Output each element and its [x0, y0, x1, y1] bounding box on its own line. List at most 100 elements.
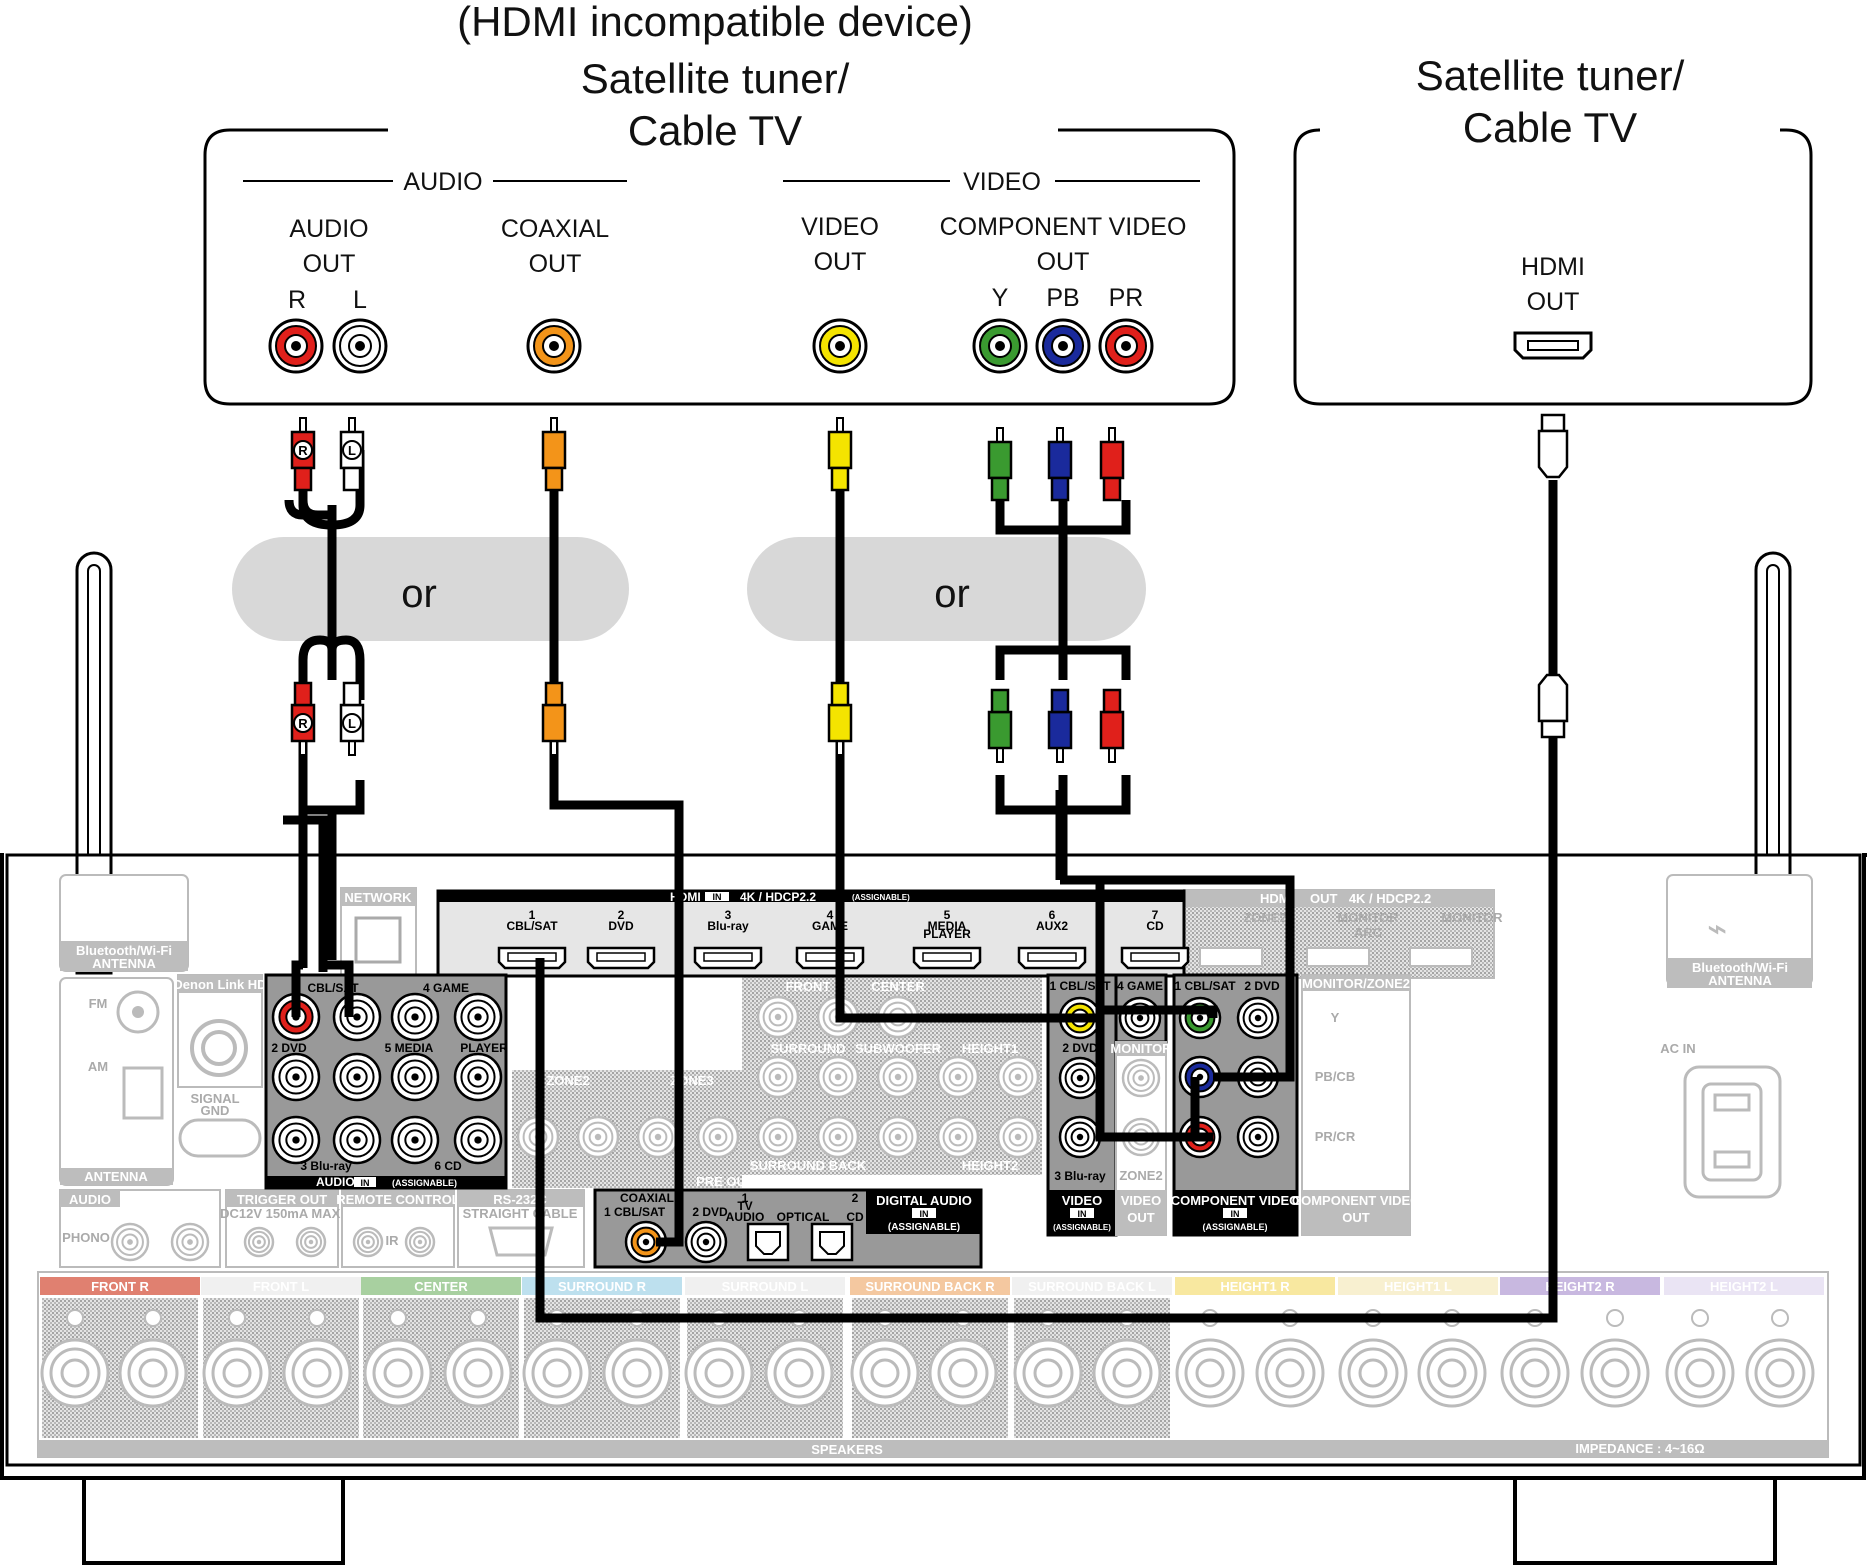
ch-l-label: L — [353, 286, 367, 314]
preout-jack[interactable] — [996, 1115, 1040, 1159]
preout-jack[interactable] — [576, 1115, 620, 1159]
hdmi-in-port[interactable]: 7CD — [1120, 908, 1190, 970]
preout-jack[interactable] — [936, 1055, 980, 1099]
audio-out-l-jack[interactable] — [332, 318, 388, 374]
component-in-dvd-pr-jack[interactable] — [1236, 1115, 1280, 1159]
component-pb-jack[interactable] — [1035, 318, 1091, 374]
component-pr-jack[interactable] — [1098, 318, 1154, 374]
antenna-block-label: ANTENNA — [84, 1169, 148, 1184]
component-y-jack[interactable] — [972, 318, 1028, 374]
network-label: NETWORK — [344, 890, 412, 905]
component-plug-pb-top — [1047, 427, 1073, 502]
preout-jack[interactable] — [876, 1055, 920, 1099]
hdmi-in-port-label: DVD — [608, 919, 634, 933]
audio-in-assignable: (ASSIGNABLE) — [392, 1178, 457, 1188]
video-in-dvd-jack[interactable] — [1058, 1056, 1102, 1100]
audio-in-jack[interactable] — [332, 992, 382, 1042]
audio-group-label: AUDIO — [403, 168, 482, 196]
video-monitor-jack[interactable] — [1121, 1058, 1161, 1098]
video-in-game-jack[interactable] — [1118, 996, 1162, 1040]
audio-in-jack[interactable] — [390, 1052, 440, 1102]
preout-jack[interactable] — [756, 995, 800, 1039]
preout-zone2-label: ZONE2 — [546, 1073, 589, 1088]
preout-jack[interactable] — [756, 1115, 800, 1159]
video-zone2-label: ZONE2 — [1119, 1168, 1162, 1183]
audio-in-jack[interactable] — [453, 1052, 503, 1102]
audio-out-r-jack[interactable] — [268, 318, 324, 374]
speaker-label-text: HEIGHT1 L — [1384, 1279, 1452, 1294]
audio-plug-l-bottom: L — [339, 681, 365, 756]
speaker-label-text: HEIGHT2 L — [1710, 1279, 1778, 1294]
hdmi-in-port-label: AUX2 — [1036, 919, 1068, 933]
speaker-terminal-pair[interactable] — [40, 1298, 198, 1438]
audio-in-jack[interactable] — [390, 992, 440, 1042]
optical-in-jack[interactable] — [746, 1222, 790, 1262]
hdmi-in-port-number: 5 — [944, 908, 951, 922]
audio-in-jack[interactable] — [271, 1052, 321, 1102]
remote-in-jack[interactable] — [352, 1226, 384, 1258]
video-in-tag: IN — [1078, 1209, 1087, 1219]
coaxial-in-cblsat-jack[interactable] — [624, 1220, 668, 1264]
hdmi-out-port[interactable] — [1513, 331, 1593, 360]
audio-in-jack[interactable] — [453, 1115, 503, 1165]
video-out-jack[interactable] — [812, 318, 868, 374]
network-port[interactable] — [354, 916, 402, 964]
audio-in-jack[interactable] — [271, 1115, 321, 1165]
audio-in-jack[interactable] — [332, 1052, 382, 1102]
audio-in-jack[interactable] — [453, 992, 503, 1042]
preout-jack[interactable] — [816, 1115, 860, 1159]
coaxial-out-jack[interactable] — [526, 318, 582, 374]
coaxial-in-dvd-jack[interactable] — [684, 1220, 728, 1264]
pb-label: PB — [1046, 284, 1079, 312]
speaker-terminal-pair[interactable] — [363, 1298, 519, 1438]
phono-jack-l[interactable] — [170, 1222, 210, 1262]
coax-plug-bottom — [541, 681, 567, 756]
signal-gnd-label2: GND — [201, 1103, 230, 1118]
preout-jack[interactable] — [756, 1055, 800, 1099]
preout-jack[interactable] — [996, 1055, 1040, 1099]
phono-label: PHONO — [62, 1230, 110, 1245]
component-in-dvd-y-jack[interactable] — [1236, 996, 1280, 1040]
audio-in-jack[interactable] — [332, 1115, 382, 1165]
audio-in-media: 5 MEDIA — [385, 1041, 434, 1055]
hdmi-monitor2-label: MONITOR — [1441, 910, 1503, 925]
preout-jack[interactable] — [816, 1055, 860, 1099]
optical-in-jack[interactable] — [810, 1222, 854, 1262]
audio-in-jack[interactable] — [390, 1115, 440, 1165]
pre-out-label: PRE OUT — [696, 1174, 754, 1189]
bt-antenna-right-label2: ANTENNA — [1708, 973, 1772, 988]
audio-in-tag: IN — [361, 1178, 370, 1188]
audio-in-phono-label: AUDIO — [69, 1192, 111, 1207]
speaker-terminal-pair[interactable] — [1665, 1298, 1822, 1438]
audio-in-dvd: 2 DVD — [271, 1041, 307, 1055]
remote-out-jack[interactable] — [404, 1226, 436, 1258]
preout-jack[interactable] — [696, 1115, 740, 1159]
video-in-label: VIDEO — [1062, 1193, 1102, 1208]
speaker-terminal-pair[interactable] — [202, 1298, 359, 1438]
hdmi-out-rear-tag: OUT — [1310, 891, 1338, 906]
optical-tv-label: TV — [737, 1199, 752, 1213]
preout-jack[interactable] — [876, 1115, 920, 1159]
phono-jack-r[interactable] — [110, 1222, 150, 1262]
preout-jack[interactable] — [936, 1115, 980, 1159]
video-in-bluray-jack[interactable] — [1058, 1115, 1102, 1159]
denon-link-label: Denon Link HD — [173, 977, 266, 992]
trigger-jack-2[interactable] — [295, 1226, 327, 1258]
speaker-label-text: SURROUND BACK L — [1028, 1279, 1156, 1294]
preout-jacks — [516, 995, 1040, 1159]
preout-jack[interactable] — [636, 1115, 680, 1159]
component-in-pb-jack[interactable] — [1178, 1055, 1222, 1099]
video-out-label-2: OUT — [814, 248, 867, 276]
ac-in-socket[interactable] — [1683, 1065, 1782, 1199]
hdmi-in-port-number: 7 — [1152, 908, 1159, 922]
speaker-label-text: HEIGHT2 R — [1545, 1279, 1615, 1294]
trigger-jack-1[interactable] — [243, 1226, 275, 1258]
digital-audio-assignable: (ASSIGNABLE) — [888, 1222, 960, 1233]
optical-tv-num: 1 — [742, 1191, 749, 1205]
